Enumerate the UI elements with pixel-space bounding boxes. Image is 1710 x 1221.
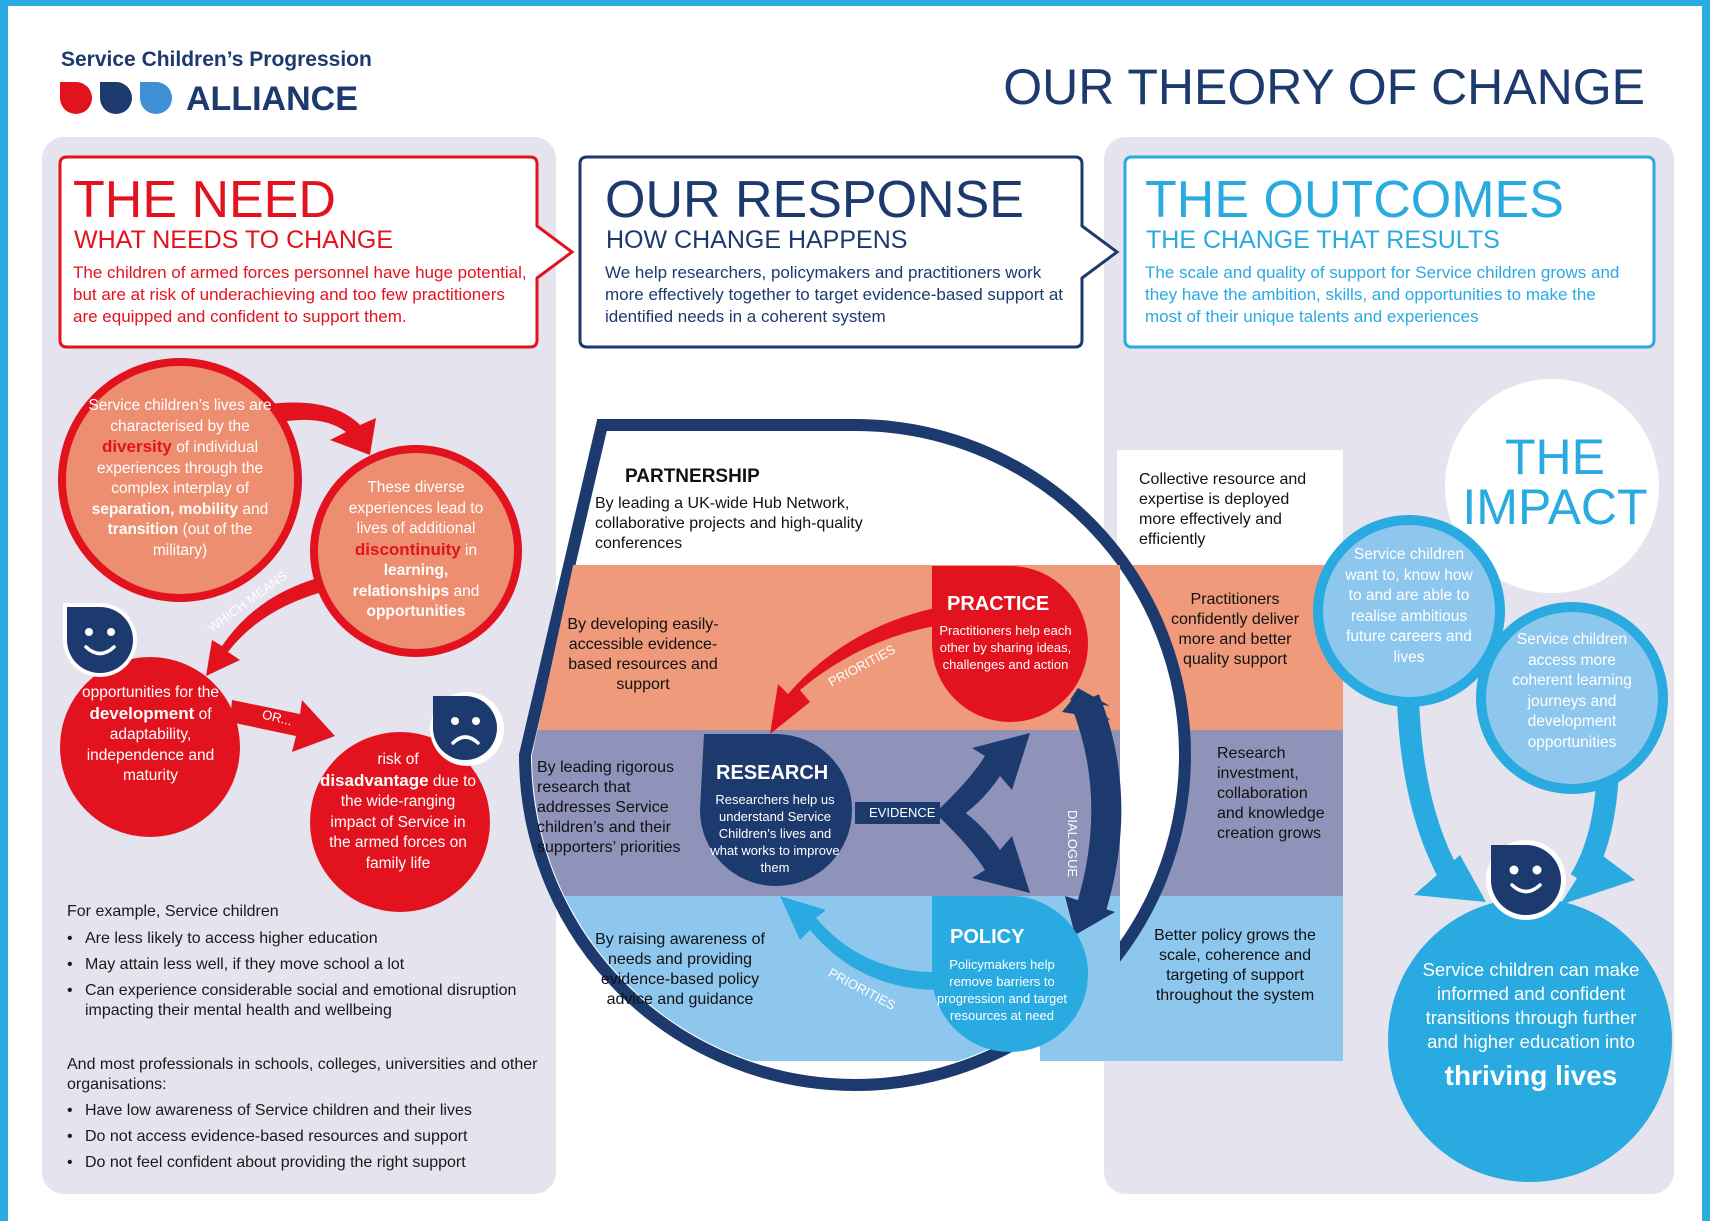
policy-title: POLICY xyxy=(950,926,1025,948)
need-circle-4: risk of disadvantage due to the wide-ran… xyxy=(318,750,478,874)
professionals-list: Have low awareness of Service children a… xyxy=(67,1101,547,1179)
right-band xyxy=(1702,0,1710,1221)
partnership-title: PARTNERSHIP xyxy=(625,466,760,487)
partnership-body: By leading a UK-wide Hub Network, collab… xyxy=(595,495,863,552)
need-c1-a: Service children’s lives are characteris… xyxy=(88,397,272,435)
impact-title: THE IMPACT xyxy=(1455,432,1655,532)
smile-face-icon xyxy=(1486,840,1566,920)
impact-circle-1: Service children want to, know how to an… xyxy=(1345,546,1473,666)
need-c1-c: of individual experiences through the co… xyxy=(96,439,264,497)
evidence-label: EVIDENCE xyxy=(869,805,936,820)
impact-final-a: Service children can make informed and c… xyxy=(1422,959,1640,1052)
need-c2-d: learning, relationships xyxy=(352,562,450,600)
impact-title-1: THE xyxy=(1505,429,1605,485)
need-circle-3: opportunities for the development of ada… xyxy=(78,683,223,787)
impact-title-2: IMPACT xyxy=(1462,479,1648,535)
need-circle-2: These diverse experiences lead to lives … xyxy=(336,478,496,623)
top-band xyxy=(0,0,1710,6)
need-c1-d: separation, mobility xyxy=(91,500,239,518)
policy-body: Policymakers help remove barriers to pro… xyxy=(936,957,1068,1023)
heading-box-outlines xyxy=(58,155,1656,349)
example-item: May attain less well, if they move schoo… xyxy=(67,955,537,975)
need-c2-e: and xyxy=(453,582,480,600)
impact-circle-2: Service children access more coherent le… xyxy=(1512,631,1632,751)
practice-body: Practitioners help each other by sharing… xyxy=(939,623,1072,672)
outcome-4: Better policy grows the scale, coherence… xyxy=(1154,927,1316,1004)
page-title: OUR THEORY OF CHANGE xyxy=(1003,59,1645,115)
research-title: RESEARCH xyxy=(716,762,829,784)
outcome-1: Collective resource and expertise is dep… xyxy=(1139,471,1307,548)
professional-item: Have low awareness of Service children a… xyxy=(67,1101,547,1121)
outcome-2: Practitioners confidently deliver more a… xyxy=(1170,591,1300,668)
professional-item: Do not access evidence-based resources a… xyxy=(67,1127,547,1147)
band2-text: By leading rigorous research that addres… xyxy=(537,759,681,856)
need-c1-diversity: diversity xyxy=(101,437,172,456)
logo-drops-icon xyxy=(60,82,172,114)
need-body: The children of armed forces personnel h… xyxy=(73,263,527,326)
left-band xyxy=(0,0,8,1221)
sad-face-icon xyxy=(430,692,504,766)
need-c2-f: opportunities xyxy=(366,603,466,620)
need-c2-discontinuity: discontinuity xyxy=(354,539,461,559)
org-name-line2: ALLIANCE xyxy=(186,80,358,118)
need-c3-a: opportunities for the xyxy=(81,684,219,701)
outcomes-title: THE OUTCOMES xyxy=(1145,171,1564,229)
happy-face-icon xyxy=(63,603,137,677)
need-c3-development: development xyxy=(89,703,195,723)
need-c2-c: in xyxy=(465,541,478,559)
examples-intro: For example, Service children xyxy=(67,903,279,920)
need-c3-c: of adaptability, independence and maturi… xyxy=(86,705,215,785)
research-body: Researchers help us understand Service C… xyxy=(710,792,840,875)
response-body: We help researchers, policymakers and pr… xyxy=(605,263,1064,326)
impact-final-b: thriving lives xyxy=(1444,1060,1618,1091)
professionals-intro: And most professionals in schools, colle… xyxy=(67,1056,538,1093)
need-c1-f: transition xyxy=(107,521,179,538)
example-item: Are less likely to access higher educati… xyxy=(67,929,537,949)
need-c4-disadvantage: disadvantage xyxy=(319,770,429,790)
need-c4-c: due to the wide-ranging impact of Servic… xyxy=(329,772,477,872)
response-title: OUR RESPONSE xyxy=(605,171,1024,229)
outcome-3: Research investment, collaboration and k… xyxy=(1217,745,1325,842)
need-title: THE NEED xyxy=(73,171,336,229)
band1-text: By developing easily-accessible evidence… xyxy=(567,616,719,693)
need-diagram xyxy=(58,358,522,912)
need-subtitle: WHAT NEEDS TO CHANGE xyxy=(74,226,394,254)
outcomes-subtitle: THE CHANGE THAT RESULTS xyxy=(1146,226,1500,254)
need-c4-a: risk of xyxy=(377,751,419,768)
practice-title: PRACTICE xyxy=(947,593,1050,615)
outcomes-body: The scale and quality of support for Ser… xyxy=(1145,263,1620,326)
need-c2-a: These diverse experiences lead to lives … xyxy=(348,479,484,537)
org-name-line1: Service Children’s Progression xyxy=(61,48,372,71)
need-c1-g: (out of the military) xyxy=(152,521,253,559)
band3-text: By raising awareness of needs and provid… xyxy=(595,931,765,1008)
professional-item: Do not feel confident about providing th… xyxy=(67,1153,547,1173)
example-item: Can experience considerable social and e… xyxy=(67,981,537,1021)
need-circle-1: Service children’s lives are characteris… xyxy=(80,396,280,561)
need-c1-e: and xyxy=(242,500,269,518)
impact-final: Service children can make informed and c… xyxy=(1415,958,1647,1098)
examples-list: Are less likely to access higher educati… xyxy=(67,929,537,1027)
response-subtitle: HOW CHANGE HAPPENS xyxy=(606,226,908,254)
